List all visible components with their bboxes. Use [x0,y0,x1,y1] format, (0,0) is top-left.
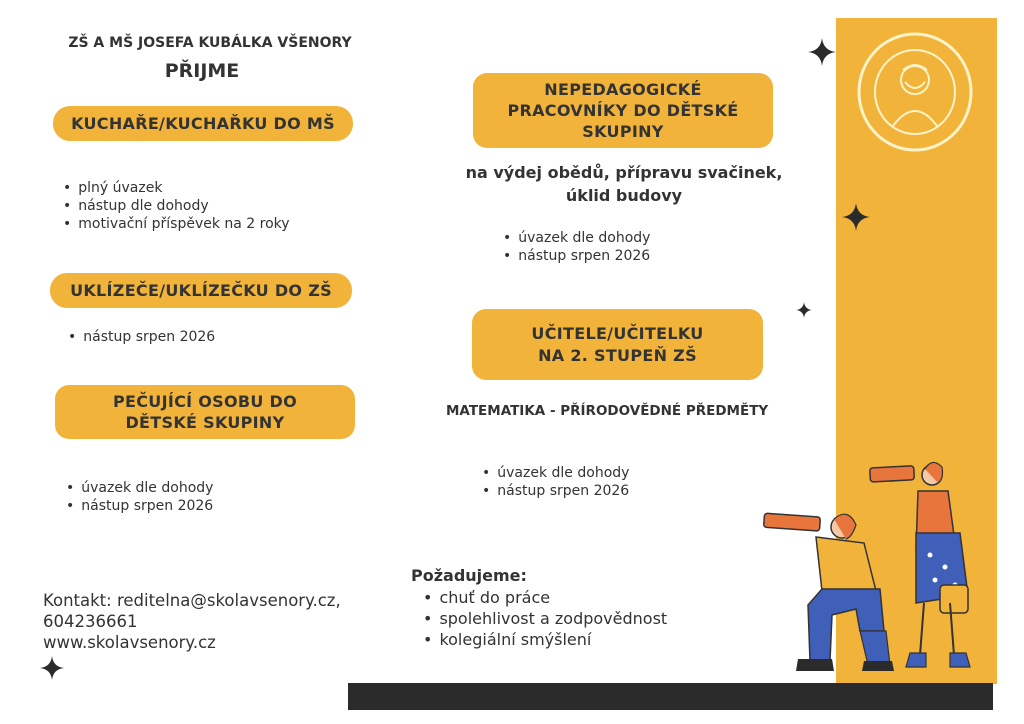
list-item: nástup dle dohody [63,197,290,215]
list-item: nástup srpen 2026 [66,497,213,515]
sparkle-icon [40,656,64,680]
teacher-bullets: úvazek dle dohody nástup srpen 2026 [482,464,629,500]
cleaner-bullets: nástup srpen 2026 [68,328,215,346]
list-item: plný úvazek [63,179,290,197]
list-item: motivační příspěvek na 2 roky [63,215,289,233]
caregiver-bullets: úvazek dle dohody nástup srpen 2026 [66,479,213,515]
school-seal-logo [857,32,973,152]
desc-line: úklid budovy [565,186,683,205]
position-cleaner-title: UKLÍZEČE/UKLÍZEČKU DO ZŠ [50,273,352,308]
contact-phone[interactable]: 604236661 [43,612,138,631]
desc-line: na výdej obědů, přípravu svačinek, [465,163,783,182]
list-item: spolehlivost a zodpovědnost [423,608,667,629]
list-item: kolegiální smýšlení [423,629,667,650]
position-nonteaching-title: NEPEDAGOGICKÉ PRACOVNÍKY DO DĚTSKÉ SKUPI… [473,73,773,148]
position-caregiver-title: PEČUJÍCÍ OSOBU DO DĚTSKÉ SKUPINY [55,385,355,439]
sparkle-icon [808,38,836,66]
list-item: úvazek dle dohody [66,479,213,497]
title-line: NEPEDAGOGICKÉ [544,80,702,99]
title-line: NA 2. STUPEŇ ZŠ [538,345,697,365]
title-line: UČITELE/UČITELKU [531,323,704,343]
sparkle-icon [842,203,870,231]
title-line: SKUPINY [582,122,664,141]
nonteaching-bullets: úvazek dle dohody nástup srpen 2026 [503,229,650,265]
requirements-list: chuť do práce spolehlivost a zodpovědnos… [423,587,667,650]
footer-bar [348,683,993,710]
position-cook-title: KUCHAŘE/KUCHAŘKU DO MŠ [53,106,353,141]
title-line: PEČUJÍCÍ OSOBU DO [112,392,298,411]
list-item: nástup srpen 2026 [68,328,215,346]
hires-heading: PŘIJME [164,60,240,82]
list-item: nástup srpen 2026 [503,247,650,265]
nonteaching-description: na výdej obědů, přípravu svačinek, úklid… [440,161,808,207]
list-item: nástup srpen 2026 [482,482,629,500]
position-teacher-title: UČITELE/UČITELKU NA 2. STUPEŇ ZŠ [472,309,763,380]
list-item: úvazek dle dohody [503,229,650,247]
title-line: PRACOVNÍKY DO DĚTSKÉ [507,101,739,120]
sparkle-icon [796,302,812,318]
requirements-title: Požadujeme: [411,566,527,585]
telescope-women-illustration [763,461,971,671]
list-item: chuť do práce [423,587,667,608]
contact-email[interactable]: Kontakt: reditelna@skolavsenory.cz, [43,591,341,610]
contact-block: Kontakt: reditelna@skolavsenory.cz, 6042… [43,590,341,653]
cook-bullets: plný úvazek nástup dle dohody motivační … [63,179,290,233]
list-item: úvazek dle dohody [482,464,629,482]
title-line: DĚTSKÉ SKUPINY [125,413,285,432]
school-name: ZŠ A MŠ JOSEFA KUBÁLKA VŠENORY [68,35,352,51]
contact-website[interactable]: www.skolavsenory.cz [43,633,216,652]
teacher-subjects: MATEMATIKA - PŘÍRODOVĚDNÉ PŘEDMĚTY [446,403,769,419]
